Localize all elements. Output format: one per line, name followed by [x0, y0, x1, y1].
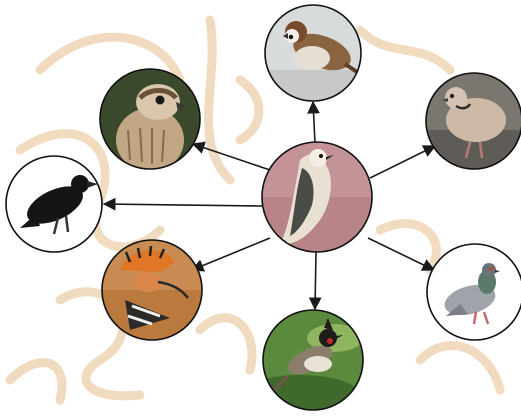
node-falcon — [100, 69, 200, 172]
arrow-to-crow — [104, 204, 262, 206]
node-hoopoe — [102, 240, 202, 340]
arrow-to-hoopoe — [192, 238, 270, 270]
falcon-photo-icon — [100, 69, 200, 172]
arrow-to-sparrow — [313, 102, 315, 143]
arrow-to-dove — [370, 146, 435, 178]
node-crow — [6, 156, 102, 252]
node-bulbul — [240, 310, 363, 415]
arrow-to-pigeon — [368, 238, 434, 270]
node-dove — [426, 73, 521, 169]
node-pigeon — [427, 244, 521, 340]
node-sparrow — [265, 5, 361, 101]
arrow-to-falcon — [193, 144, 270, 170]
center-node — [262, 142, 372, 252]
arrow-to-bulbul — [315, 252, 316, 309]
